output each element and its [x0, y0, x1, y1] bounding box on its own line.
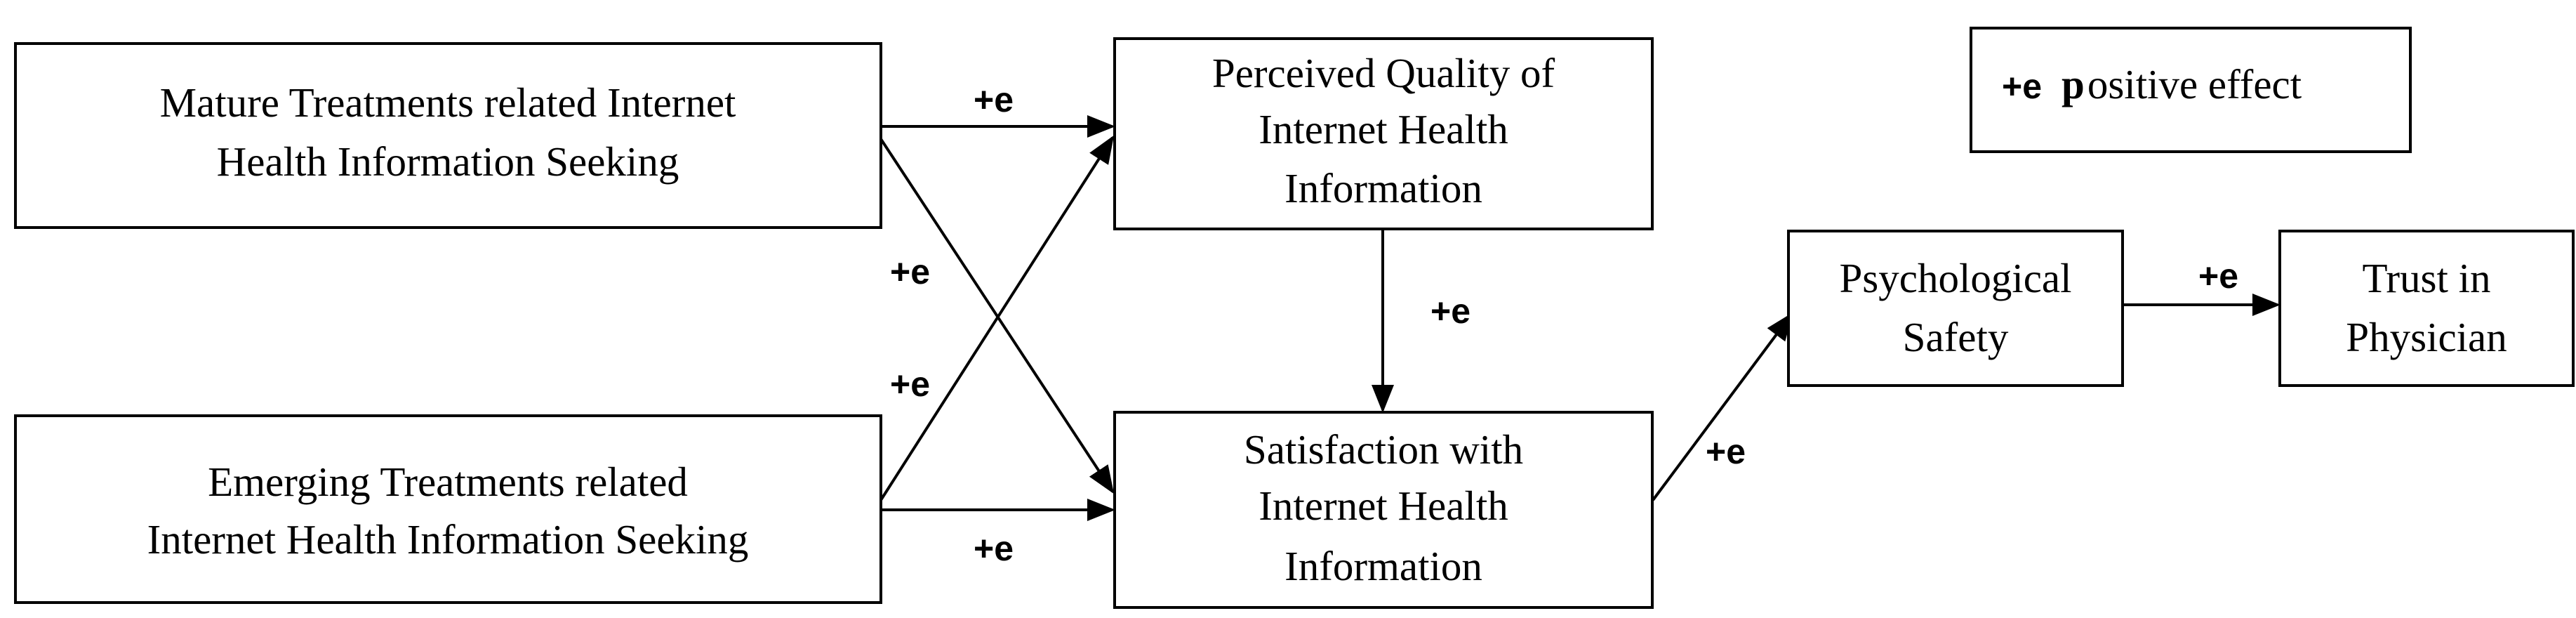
legend-text: +e p ositive effect [2002, 61, 2302, 107]
node-safety-line-1: Psychological [1839, 255, 2071, 301]
edge-label-emerging-quality: +e [890, 364, 930, 404]
edge-emerging-to-quality [879, 135, 1115, 501]
legend-rest: ositive effect [2087, 61, 2302, 107]
node-trust-line-2: Physician [2346, 314, 2507, 360]
edge-label-safety-trust: +e [2198, 256, 2238, 296]
node-trust-in-physician: Trust in Physician [2278, 230, 2575, 387]
node-mature-line-1: Mature Treatments related Internet [160, 79, 736, 126]
node-satisfaction-line-2: Internet Health [1259, 482, 1508, 529]
edge-satisfaction-to-safety [1652, 312, 1793, 501]
edge-mature-to-satisfaction [879, 138, 1115, 494]
legend-symbol: +e [2002, 67, 2042, 106]
node-emerging-line-1: Emerging Treatments related [208, 459, 688, 505]
node-quality-line-3: Information [1284, 165, 1482, 211]
edge-label-mature-quality: +e [974, 80, 1014, 119]
legend-first-letter: p [2062, 61, 2085, 107]
node-safety-line-2: Safety [1903, 314, 2009, 360]
edges [879, 115, 2280, 521]
node-satisfaction: Satisfaction with Internet Health Inform… [1113, 411, 1654, 609]
legend: +e p ositive effect [1970, 27, 2412, 153]
node-emerging-treatments: Emerging Treatments related Internet Hea… [14, 414, 882, 604]
edge-label-satisfaction-safety: +e [1706, 432, 1746, 471]
node-emerging-line-2: Internet Health Information Seeking [147, 516, 749, 563]
node-trust-line-1: Trust in [2362, 255, 2490, 301]
node-mature-line-2: Health Information Seeking [217, 138, 679, 185]
edge-labels: +e +e +e +e +e +e +e [890, 80, 2238, 568]
node-satisfaction-line-3: Information [1284, 543, 1482, 589]
node-psychological-safety: Psychological Safety [1787, 230, 2124, 387]
node-mature-treatments: Mature Treatments related Internet Healt… [14, 42, 882, 229]
node-quality-line-2: Internet Health [1259, 106, 1508, 152]
edge-label-quality-satisfaction: +e [1430, 291, 1470, 331]
node-perceived-quality: Perceived Quality of Internet Health Inf… [1113, 37, 1654, 230]
edge-label-mature-satisfaction: +e [890, 252, 930, 291]
node-quality-line-1: Perceived Quality of [1212, 50, 1555, 96]
node-satisfaction-line-1: Satisfaction with [1244, 426, 1523, 473]
legend-box [1970, 27, 2412, 153]
edge-label-emerging-satisfaction: +e [974, 529, 1014, 568]
